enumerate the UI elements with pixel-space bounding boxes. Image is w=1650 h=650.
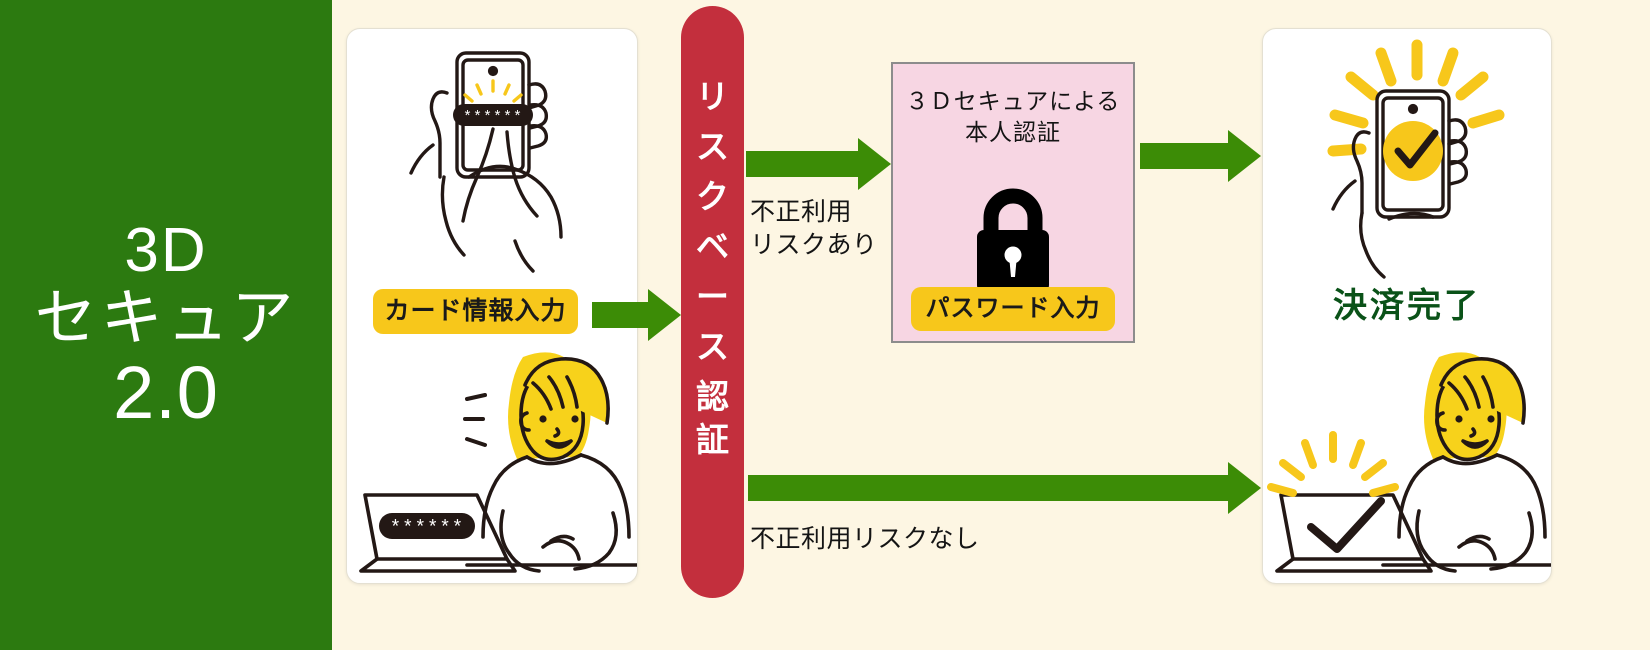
woman-at-laptop-success-illustration <box>1267 352 1551 573</box>
risk-bar-char-3: ベ <box>696 228 729 265</box>
arrow-shaft <box>1140 143 1232 169</box>
arrow-head <box>1228 130 1261 182</box>
lock-icon <box>965 182 1061 296</box>
hand-holding-phone-success-illustration <box>1327 39 1505 279</box>
title-line-3: 2.0 <box>113 351 219 435</box>
arrow-shaft <box>746 151 862 177</box>
arrow-to-risk-engine <box>592 289 684 341</box>
hand-holding-phone-illustration: ****** <box>409 51 563 273</box>
arrow-risk-present <box>746 138 894 190</box>
card-info-input-badge: カード情報入力 <box>373 289 578 334</box>
three-d-secure-title: ３Ｄセキュアによる 本人認証 <box>905 88 1121 146</box>
woman-at-laptop-illustration: ****** <box>359 352 637 573</box>
title-line-1: 3D <box>124 215 208 285</box>
arrow-shaft <box>748 475 1232 501</box>
risk-based-authentication-bar: リ ス ク ベ ー ス 認 証 <box>681 6 744 598</box>
risk-bar-char-1: ス <box>696 128 729 165</box>
risk-absent-label: 不正利用リスクなし <box>750 525 980 553</box>
risk-bar-char-5: ス <box>696 328 729 365</box>
laptop-password-field-value: ****** <box>390 517 464 539</box>
risk-bar-char-7: 証 <box>696 421 729 458</box>
arrow-head <box>858 138 891 190</box>
check-icon <box>1394 129 1439 169</box>
risk-bar-char-6: 認 <box>696 378 729 415</box>
risk-bar-char-0: リ <box>696 78 729 115</box>
title-line-2: セキュア <box>34 284 298 354</box>
risk-present-label: 不正利用 リスクあり <box>750 198 878 259</box>
risk-bar-char-4: ー <box>696 278 729 315</box>
arrow-no-risk-direct <box>748 462 1264 514</box>
risk-bar-char-2: ク <box>696 178 729 215</box>
payment-complete-title: 決済完了 <box>1333 287 1481 325</box>
phone-password-field-value: ****** <box>463 109 523 126</box>
payment-complete-card <box>1262 28 1552 584</box>
arrow-shaft <box>592 302 652 328</box>
check-icon <box>1307 497 1385 553</box>
title-panel: 3D セキュア 2.0 <box>0 0 332 650</box>
arrow-3ds-to-complete <box>1140 130 1264 182</box>
arrow-head <box>648 289 681 341</box>
arrow-head <box>1228 462 1261 514</box>
password-input-badge: パスワード入力 <box>911 287 1115 331</box>
